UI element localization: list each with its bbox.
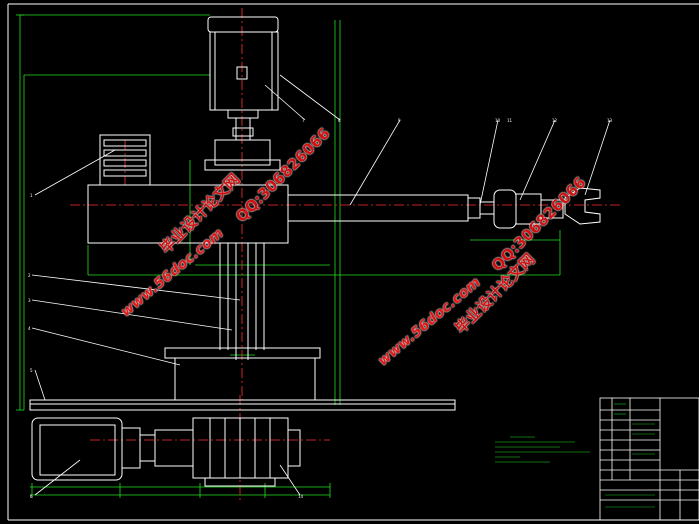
balloon-label: 1 [30, 193, 33, 198]
bottom-drive [31, 417, 301, 487]
drawing-frame [7, 3, 699, 521]
balloon-label: 2 [28, 273, 31, 278]
horizontal-arm [287, 187, 601, 229]
base-pedestal [29, 347, 456, 411]
balloon-label: 14 [298, 494, 304, 499]
balloon-label: 13 [607, 118, 613, 123]
balloon-label: 3 [28, 298, 31, 303]
title-block-fill [605, 403, 655, 508]
dimension-lines [16, 14, 561, 498]
balloon-label: 6 [30, 494, 33, 499]
leader-lines [31, 74, 611, 496]
balloon-label: 4 [28, 326, 31, 331]
centerlines [70, 8, 620, 500]
balloon-label: 10 [495, 118, 501, 123]
balloon-label: 9 [398, 118, 401, 123]
technical-notes [495, 436, 590, 463]
balloon-labels: 1 2 3 4 5 6 7 8 9 10 11 12 13 14 [28, 118, 613, 499]
balloon-label: 11 [507, 118, 513, 123]
balloon-label: 12 [552, 118, 558, 123]
balloon-label: 8 [338, 118, 341, 123]
balloon-label: 5 [30, 368, 33, 373]
balloon-label: 7 [302, 118, 305, 123]
title-block [599, 397, 699, 521]
